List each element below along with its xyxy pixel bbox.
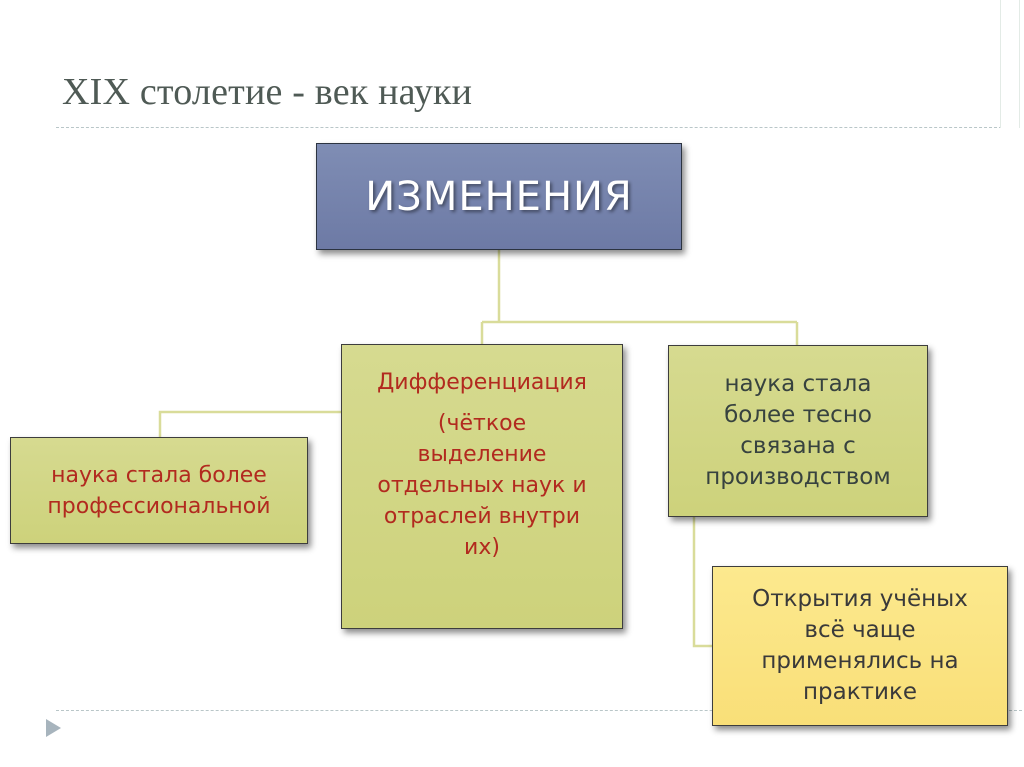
footer-divider [56,710,1022,711]
slide-title: XIX столетие - век науки [62,71,473,113]
title-divider [56,127,1002,128]
right-node-box: наука стала более тесно связана с произв… [668,345,928,517]
root-node-box: ИЗМЕНЕНИЯ [316,143,682,250]
center-node-box: Дифференциация (чёткое выделение отдельн… [341,344,623,629]
top-right-bar [1000,0,1020,128]
bottom-right-node-box: Открытия учёных всё чаще применялись на … [712,566,1008,726]
root-node-label: ИЗМЕНЕНИЯ [365,173,633,220]
connector-to-left [158,410,341,437]
connector-to-bottom-right [692,517,712,648]
right-node-label: наука стала более тесно связана с произв… [705,371,891,490]
center-node-body: (чёткое выделение отдельных наук и отрас… [377,411,587,560]
play-arrow-icon[interactable] [46,719,61,737]
center-node-heading: Дифференциация [377,370,587,395]
left-node-label: наука стала более профессиональной [47,462,271,519]
bottom-right-node-label: Открытия учёных всё чаще применялись на … [752,586,968,705]
left-node-box: наука стала более профессиональной [10,437,308,544]
